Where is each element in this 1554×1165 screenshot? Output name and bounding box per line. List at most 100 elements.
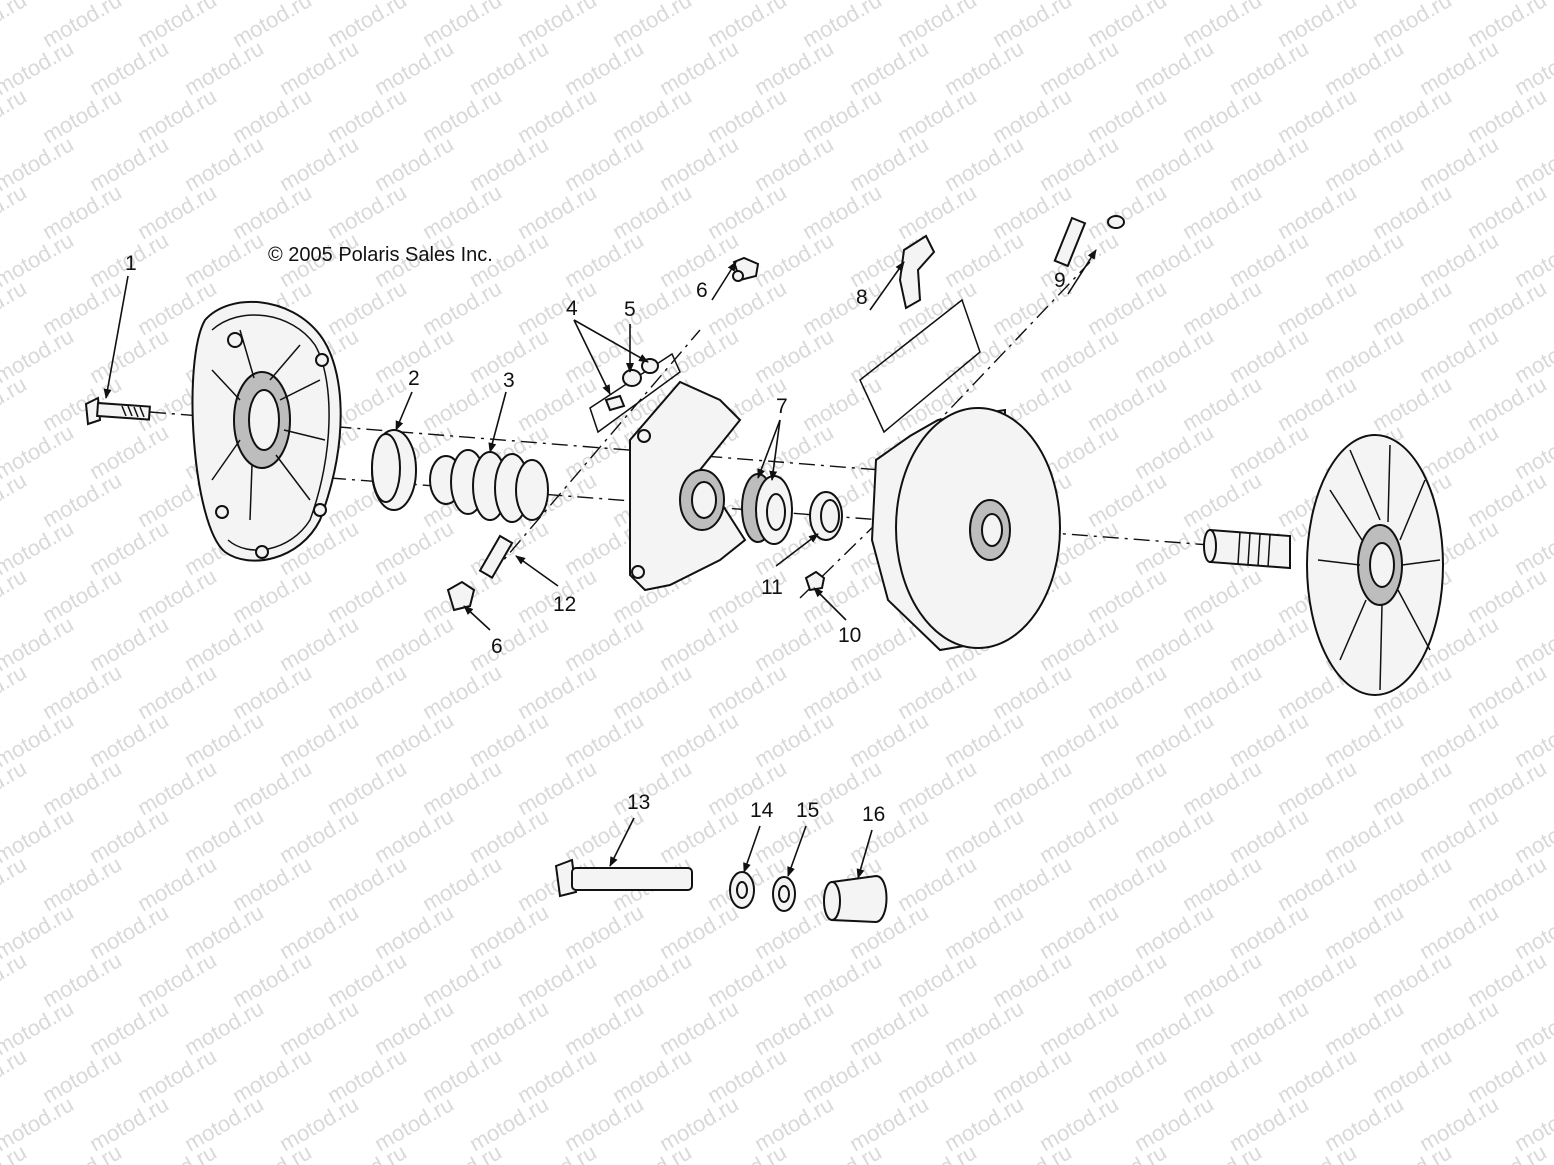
- watermark-text: motod.ru: [940, 227, 1028, 292]
- watermark-text: motod.ru: [275, 131, 363, 196]
- watermark-text: motod.ru: [560, 227, 648, 292]
- watermark-text: motod.ru: [940, 131, 1028, 196]
- callout-13: 13: [627, 791, 650, 814]
- callout-3: 3: [503, 369, 515, 392]
- watermark-text: motod.ru: [845, 35, 933, 100]
- watermark-text: motod.ru: [275, 899, 363, 964]
- part-2-ring: [371, 429, 417, 511]
- part-16-bushing: [823, 874, 888, 924]
- watermark-text: motod.ru: [1273, 1139, 1361, 1165]
- watermark-text: motod.ru: [608, 1139, 696, 1165]
- watermark-text: motod.ru: [1320, 707, 1408, 772]
- watermark-text: motod.ru: [180, 1091, 268, 1156]
- watermark-text: motod.ru: [893, 1139, 981, 1165]
- watermark-text: motod.ru: [275, 707, 363, 772]
- watermark-text: motod.ru: [0, 755, 31, 820]
- watermark-text: motod.ru: [1225, 419, 1313, 484]
- watermark-text: motod.ru: [1225, 131, 1313, 196]
- watermark-text: motod.ru: [1035, 707, 1123, 772]
- callout-16: 16: [862, 803, 885, 826]
- watermark-text: motod.ru: [1225, 707, 1313, 772]
- watermark-text: motod.ru: [845, 707, 933, 772]
- watermark-text: motod.ru: [750, 611, 838, 676]
- callout-14: 14: [750, 799, 774, 822]
- watermark-text: motod.ru: [1415, 227, 1503, 292]
- watermark-text: motod.ru: [275, 611, 363, 676]
- watermark-text: motod.ru: [655, 899, 743, 964]
- watermark-text: motod.ru: [370, 1091, 458, 1156]
- watermark-text: motod.ru: [750, 323, 838, 388]
- watermark-text: motod.ru: [1130, 323, 1218, 388]
- watermark-text: motod.ru: [1035, 323, 1123, 388]
- part-6-button: [446, 580, 476, 612]
- watermark-text: motod.ru: [940, 323, 1028, 388]
- watermark-text: motod.ru: [750, 227, 838, 292]
- watermark-text: motod.ru: [85, 899, 173, 964]
- watermark-text: motod.ru: [560, 1091, 648, 1156]
- part-11-bushing: [809, 491, 843, 541]
- fixed-sheave: [870, 407, 1061, 652]
- watermark-text: motod.ru: [0, 371, 31, 436]
- watermark-text: motod.ru: [1320, 131, 1408, 196]
- callout-1: 1: [125, 252, 137, 275]
- watermark-text: motod.ru: [465, 803, 553, 868]
- watermark-text: motod.ru: [798, 1139, 886, 1165]
- watermark-text: motod.ru: [703, 1139, 791, 1165]
- watermark-text: motod.ru: [940, 1091, 1028, 1156]
- watermark-text: motod.ru: [180, 35, 268, 100]
- watermark-text: motod.ru: [370, 131, 458, 196]
- watermark-text: motod.ru: [750, 131, 838, 196]
- watermark-text: motod.ru: [1320, 227, 1408, 292]
- watermark-text: motod.ru: [1320, 803, 1408, 868]
- watermark-text: motod.ru: [85, 1091, 173, 1156]
- watermark-text: motod.ru: [1035, 35, 1123, 100]
- watermark-text: motod.ru: [0, 83, 31, 148]
- watermark-text: motod.ru: [560, 35, 648, 100]
- watermark-text: motod.ru: [370, 803, 458, 868]
- watermark-text: motod.ru: [655, 995, 743, 1060]
- watermark-text: motod.ru: [750, 35, 838, 100]
- watermark-text: motod.ru: [1368, 1139, 1456, 1165]
- callout-7: 7: [776, 395, 788, 418]
- watermark-text: motod.ru: [1320, 899, 1408, 964]
- watermark-text: motod.ru: [1225, 35, 1313, 100]
- watermark-text: motod.ru: [465, 131, 553, 196]
- watermark-text: motod.ru: [1415, 35, 1503, 100]
- callout-2: 2: [408, 367, 420, 390]
- watermark-text: motod.ru: [85, 131, 173, 196]
- watermark-text: motod.ru: [228, 1139, 316, 1165]
- part-1-bolt: [84, 396, 151, 426]
- watermark-text: motod.ru: [1178, 1139, 1266, 1165]
- part-14-washer: [729, 871, 755, 909]
- watermark-text: motod.ru: [560, 131, 648, 196]
- watermark-text: motod.ru: [1035, 803, 1123, 868]
- watermark-text: motod.ru: [180, 611, 268, 676]
- watermark-text: motod.ru: [1130, 611, 1218, 676]
- watermark-text: motod.ru: [1225, 899, 1313, 964]
- watermark-text: motod.ru: [180, 803, 268, 868]
- callout-8: 8: [856, 286, 868, 309]
- watermark-text: motod.ru: [1083, 1139, 1171, 1165]
- watermark-text: motod.ru: [85, 419, 173, 484]
- watermark-text: motod.ru: [85, 35, 173, 100]
- watermark-text: motod.ru: [1225, 995, 1313, 1060]
- watermark-text: motod.ru: [85, 995, 173, 1060]
- watermark-text: motod.ru: [0, 275, 31, 340]
- watermark-text: motod.ru: [465, 35, 553, 100]
- watermark-text: motod.ru: [370, 995, 458, 1060]
- watermark-text: motod.ru: [655, 131, 743, 196]
- watermark-text: motod.ru: [1225, 227, 1313, 292]
- watermark-text: motod.ru: [940, 803, 1028, 868]
- leader-lines: [103, 249, 1097, 879]
- watermark-text: motod.ru: [560, 995, 648, 1060]
- watermark-text: motod.ru: [465, 899, 553, 964]
- watermark-text: motod.ru: [465, 995, 553, 1060]
- watermark-text: motod.ru: [323, 1139, 411, 1165]
- watermark-text: motod.ru: [180, 131, 268, 196]
- watermark-text: motod.ru: [1415, 131, 1503, 196]
- watermark-text: motod.ru: [0, 851, 31, 916]
- watermark-text: motod.ru: [1130, 35, 1218, 100]
- watermark-text: motod.ru: [1130, 899, 1218, 964]
- watermark-text: motod.ru: [560, 611, 648, 676]
